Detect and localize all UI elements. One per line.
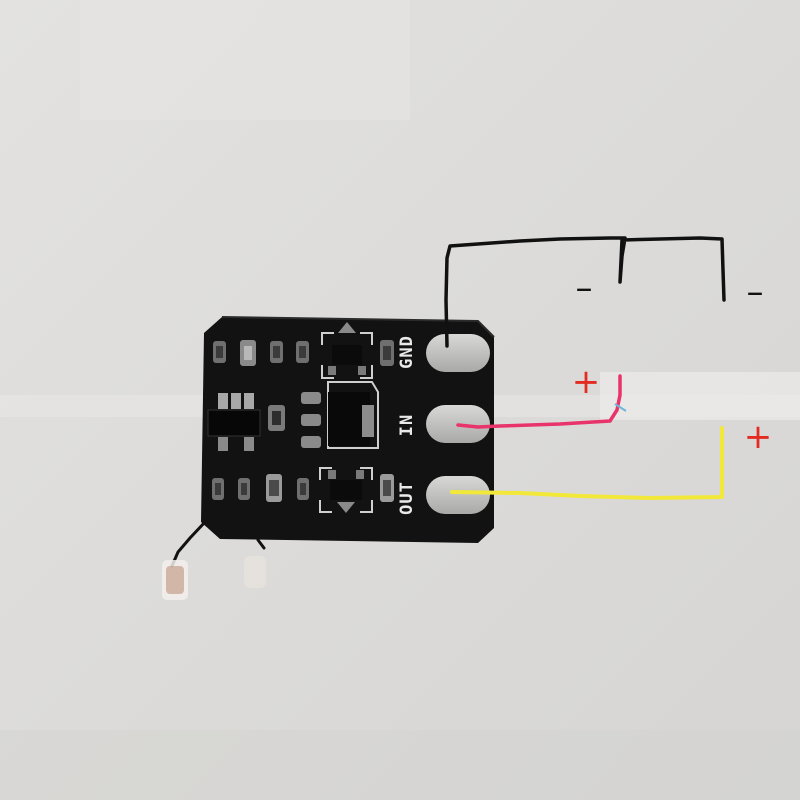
left-ic bbox=[207, 393, 261, 451]
plus-sign-right: + bbox=[744, 417, 773, 457]
pin-label-out: OUT bbox=[397, 481, 417, 515]
paper-shadow-band bbox=[80, 0, 410, 120]
pcb-module: GND IN OUT bbox=[201, 316, 495, 543]
in-wire-glint bbox=[614, 403, 627, 412]
plus-sign-left: + bbox=[572, 362, 601, 402]
minus-sign-right: – bbox=[747, 272, 764, 312]
pin-label-in: IN bbox=[397, 414, 417, 436]
pin-label-gnd: GND bbox=[397, 335, 417, 369]
minus-sign-left: – bbox=[576, 268, 593, 308]
gnd-wire bbox=[444, 236, 726, 348]
top-row-components bbox=[213, 340, 394, 366]
bottom-row-components bbox=[212, 474, 394, 502]
in-wire bbox=[456, 374, 622, 429]
out-wire bbox=[450, 426, 724, 500]
pad-gnd bbox=[426, 334, 490, 372]
bottom-transistor bbox=[319, 467, 373, 513]
lower-band bbox=[0, 730, 800, 800]
white-patch bbox=[600, 372, 800, 420]
top-transistor bbox=[321, 322, 373, 379]
led-component bbox=[162, 519, 266, 600]
middle-components bbox=[268, 381, 379, 449]
pad-out bbox=[426, 476, 490, 514]
